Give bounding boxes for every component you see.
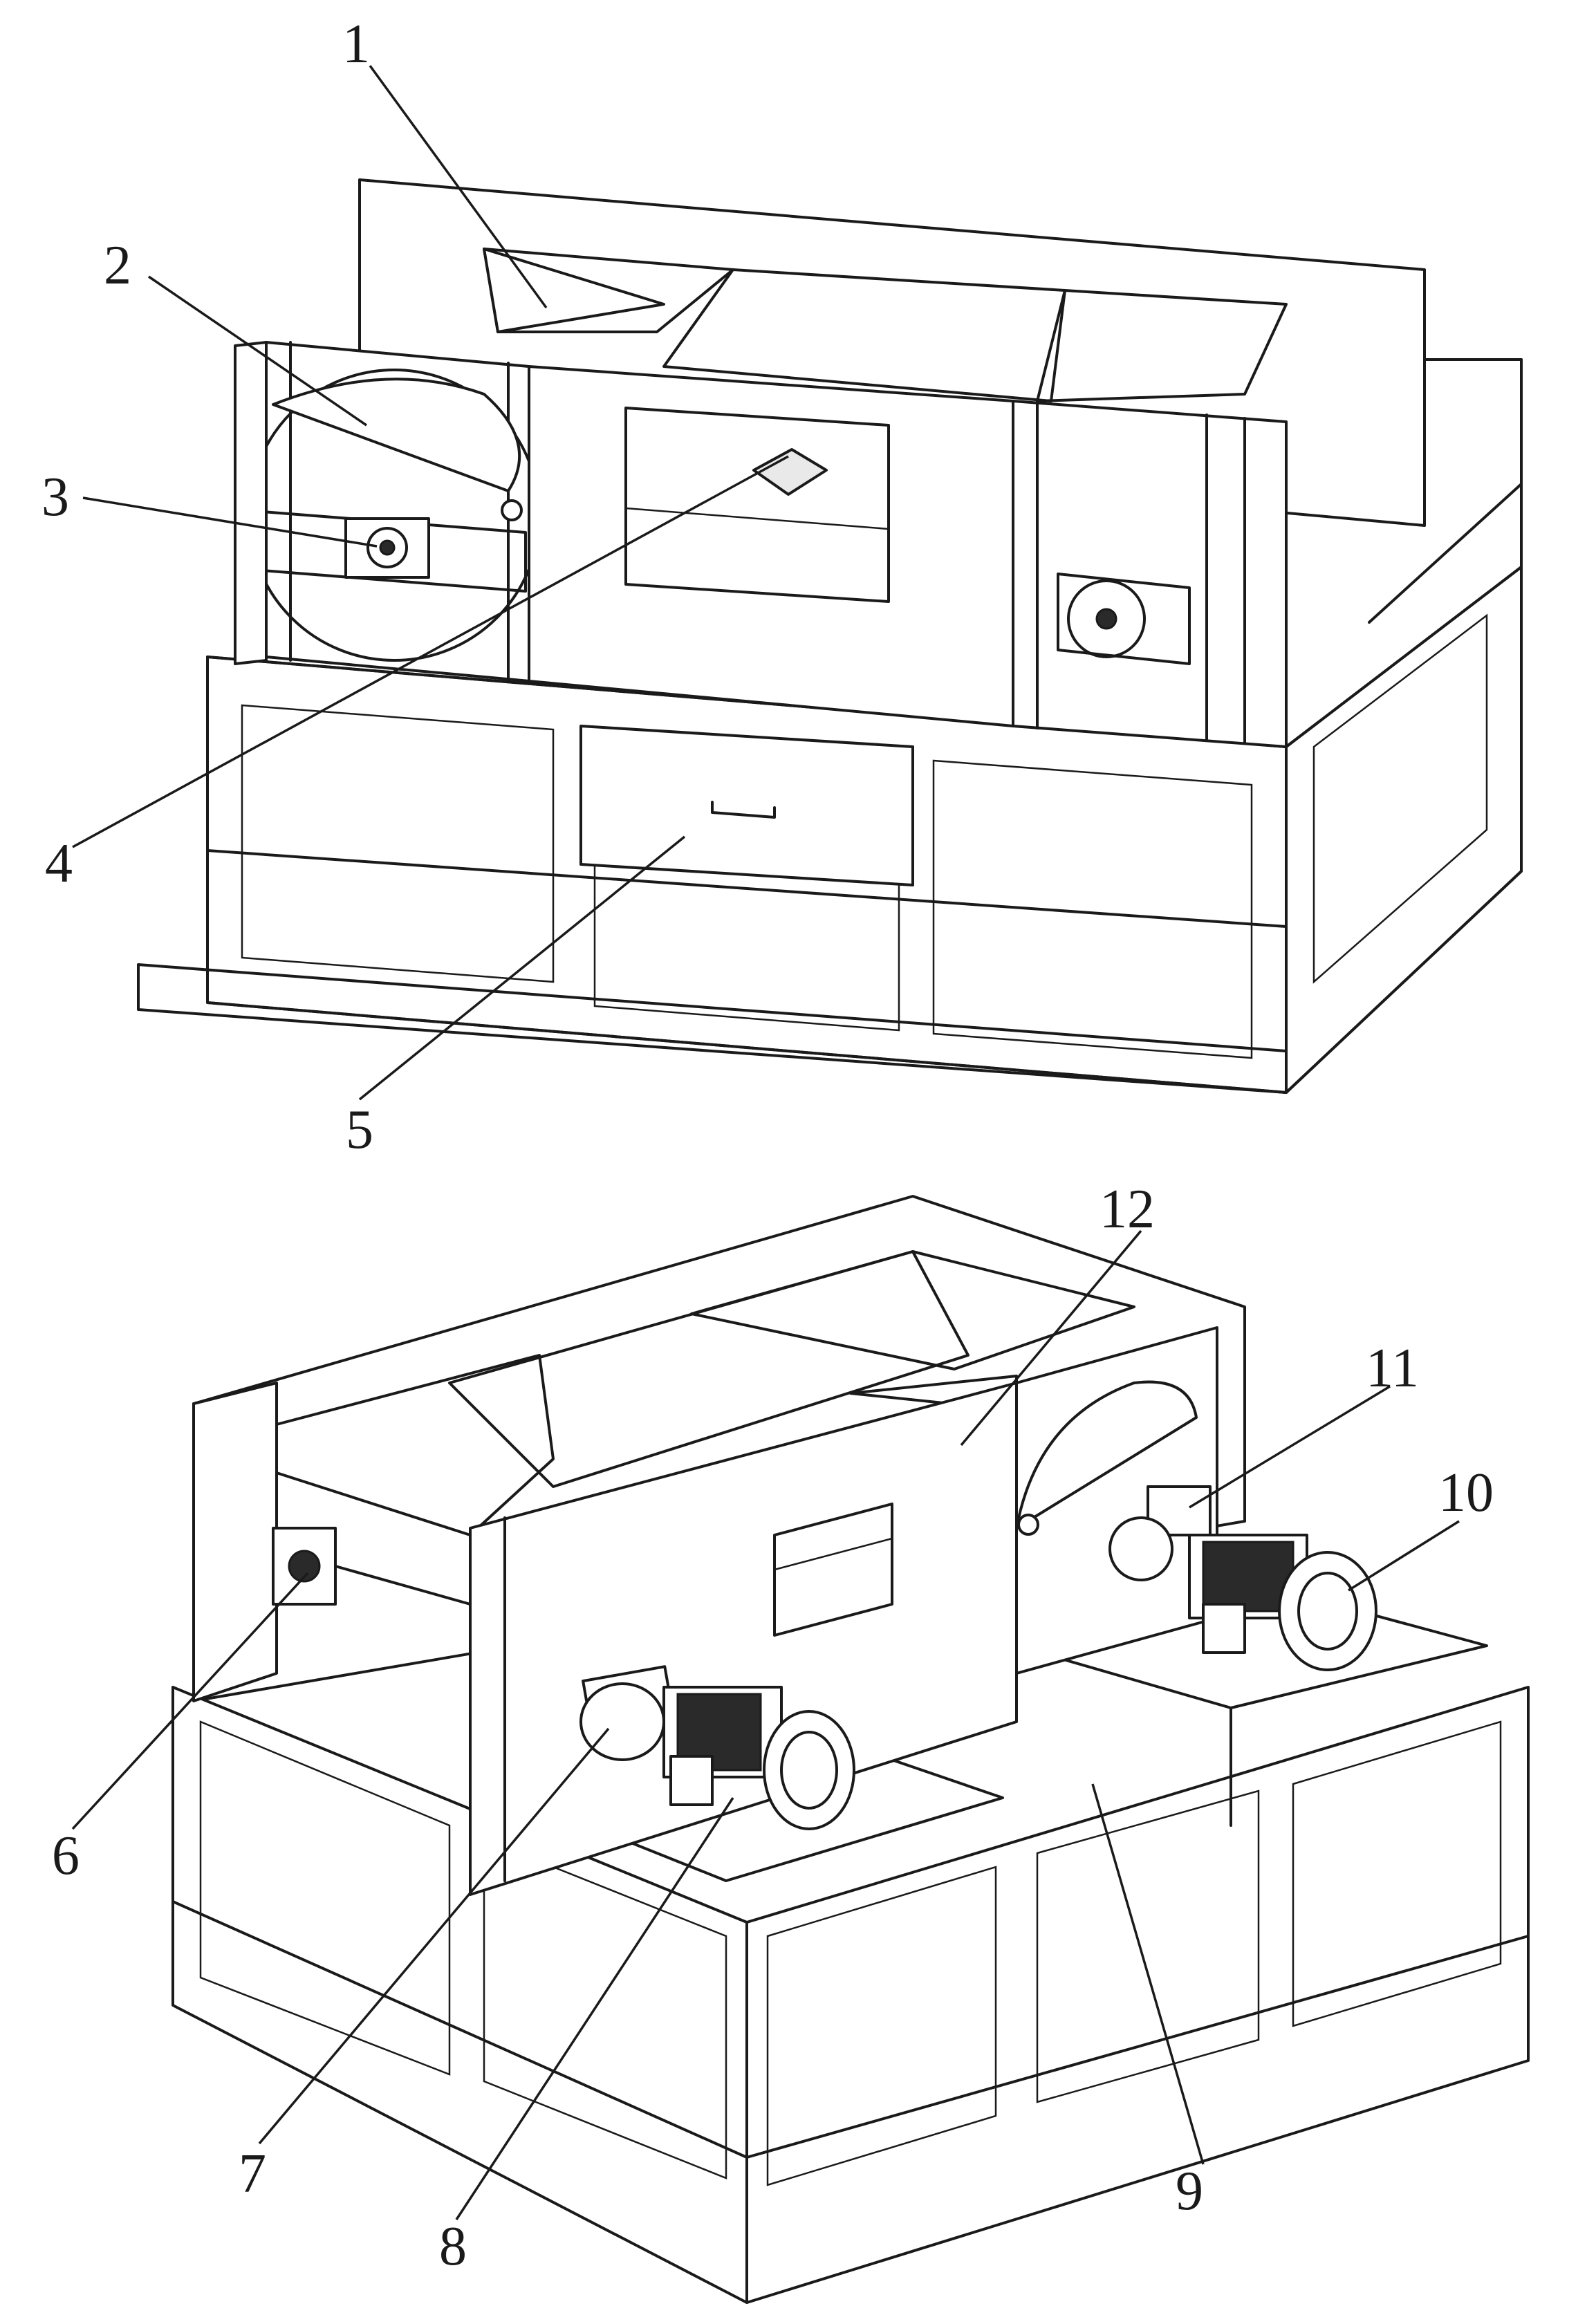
- collection-drawer: [579, 725, 914, 886]
- main-panel-12: [469, 1382, 1018, 1896]
- leader-10: [1348, 1520, 1460, 1592]
- left-post: [234, 341, 268, 665]
- left-housing-2: [192, 1382, 472, 1702]
- label-10: 10: [1438, 1462, 1494, 1523]
- label-3: 3: [41, 467, 69, 528]
- callout-labels: 1 2 3 4 5 6 7 8 9 10 11 12: [41, 14, 1494, 2277]
- top-view: [137, 178, 1523, 1094]
- right-housing: [1012, 400, 1288, 748]
- label-4: 4: [45, 833, 73, 894]
- leader-lines: [71, 64, 1460, 2220]
- label-5: 5: [346, 1099, 373, 1160]
- screen-top-2: [275, 1250, 1135, 1536]
- label-7: 7: [239, 2144, 266, 2204]
- label-11: 11: [1366, 1338, 1419, 1399]
- leader-11: [1189, 1385, 1391, 1509]
- leader-6: [71, 1572, 309, 1830]
- leader-5: [358, 835, 686, 1101]
- viewing-window: [624, 407, 890, 603]
- screen-top: [483, 248, 1288, 402]
- viewing-window-2: [773, 1503, 893, 1637]
- label-9: 9: [1176, 2161, 1203, 2222]
- label-8: 8: [439, 2216, 467, 2277]
- motor-right: [1108, 1485, 1377, 1671]
- bottom-view: [171, 1195, 1530, 2304]
- leader-8: [455, 1797, 734, 2220]
- right-housing-2: [1015, 1326, 1218, 1675]
- leader-9: [1091, 1783, 1205, 2165]
- leader-1: [369, 64, 548, 309]
- leader-3: [82, 496, 378, 548]
- left-flap: [272, 378, 521, 492]
- leader-7: [258, 1727, 610, 2145]
- motor-left: [579, 1665, 855, 1830]
- label-2: 2: [104, 235, 131, 296]
- label-1: 1: [342, 14, 370, 75]
- center-panel: [528, 365, 1014, 727]
- leader-4: [72, 455, 789, 848]
- label-6: 6: [52, 1825, 80, 1886]
- label-12: 12: [1099, 1179, 1155, 1240]
- leader-2: [148, 275, 367, 427]
- leader-12: [960, 1229, 1142, 1447]
